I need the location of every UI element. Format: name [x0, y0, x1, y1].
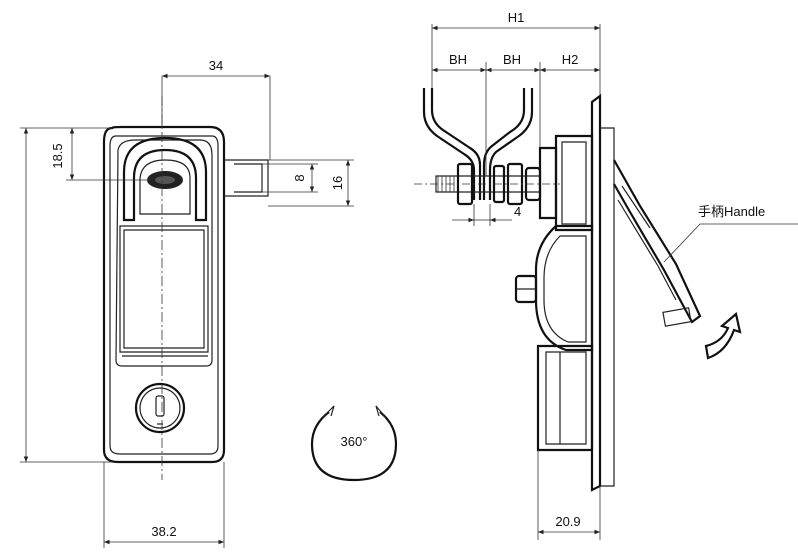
handle-label: 手柄Handle [698, 204, 765, 219]
dim-h1-text: H1 [508, 10, 525, 25]
dim-bh-2-text: BH [503, 52, 521, 67]
front-dimensions: 34 18.5 8 16 38.2 [20, 58, 354, 548]
dim-bh-1-text: BH [449, 52, 467, 67]
dim-16-text: 16 [330, 176, 345, 190]
dim-20-9-text: 20.9 [555, 514, 580, 529]
side-view: 手柄Handle [414, 88, 798, 492]
front-view [102, 96, 269, 480]
dim-4-text: 4 [514, 204, 521, 219]
rotation-360-symbol: 360° [310, 405, 398, 482]
dim-h2-text: H2 [562, 52, 579, 67]
rotation-text: 360° [341, 434, 368, 449]
dim-38-2-text: 38.2 [151, 524, 176, 539]
side-dimensions: H1 BH BH H2 4 20.9 [431, 10, 601, 540]
dim-8-text: 8 [292, 174, 307, 181]
dim-18-5-text: 18.5 [50, 143, 65, 168]
dim-34-text: 34 [209, 58, 223, 73]
